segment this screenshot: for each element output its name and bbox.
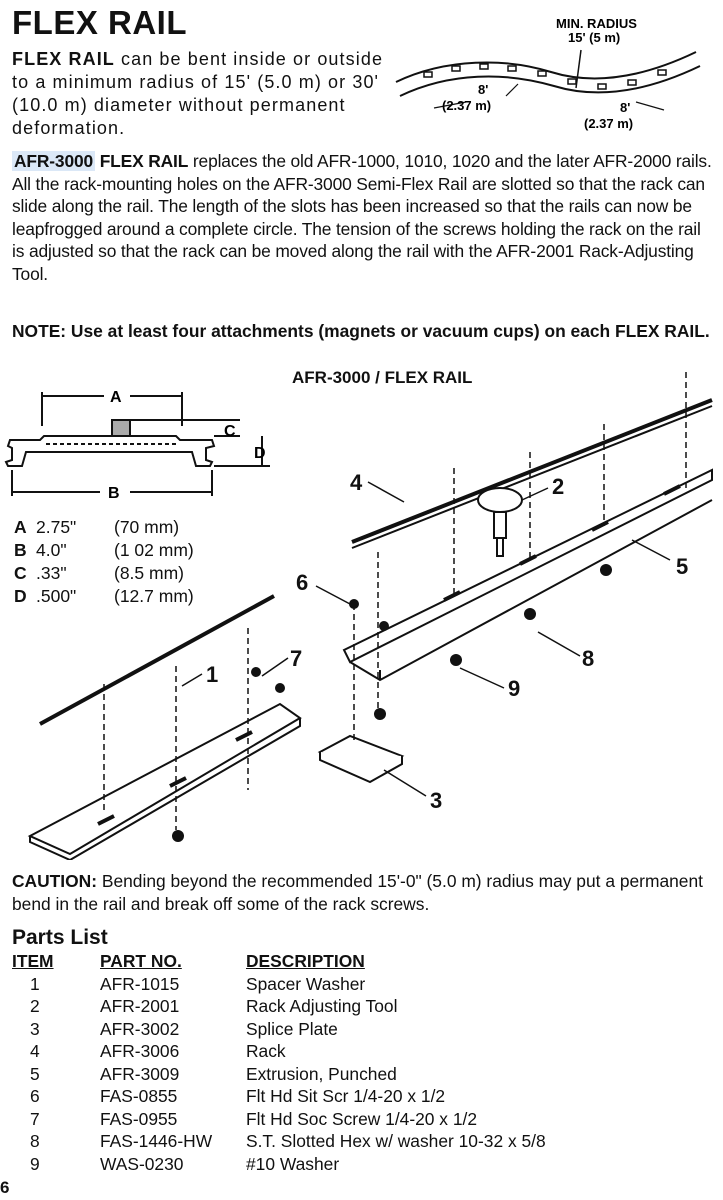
min-radius-label: MIN. RADIUS	[556, 16, 637, 31]
description-cell: #10 Washer	[246, 1153, 340, 1174]
caution-label: CAUTION:	[12, 871, 98, 891]
description-cell: Flt Hd Sit Scr 1/4-20 x 1/2	[246, 1086, 446, 1106]
dim-value: .33"	[36, 563, 67, 583]
dimension-table: A 2.75" (70 mm) B 4.0" (1 02 mm) C .33" …	[14, 516, 194, 608]
dim-key: B	[14, 540, 27, 560]
page-title: FLEX RAIL	[12, 4, 187, 41]
dim-label-c: C	[224, 423, 236, 440]
description-cell: Flt Hd Soc Screw 1/4-20 x 1/2	[246, 1108, 478, 1129]
header-description: DESCRIPTION	[246, 951, 365, 971]
part-no-cell: AFR-3006	[100, 1041, 180, 1061]
callout-3: 3	[430, 788, 442, 813]
dim-value: 4.0"	[36, 540, 67, 560]
part-no-cell: AFR-2001	[100, 996, 180, 1016]
intro-text: can be bent inside or outside to a minim…	[12, 49, 384, 138]
parts-list-header: ITEM PART NO. DESCRIPTION	[12, 950, 706, 973]
min-radius-diagram: MIN. RADIUS 15' (5 m) 8' (2.37 m) 8' (2.…	[395, 16, 701, 131]
table-row: 6 FAS-0855 Flt Hd Sit Scr 1/4-20 x 1/2	[12, 1085, 706, 1108]
dim-metric: (8.5 mm)	[114, 563, 184, 583]
left-segment-feet: 8'	[478, 82, 488, 97]
part-no-cell: AFR-3002	[100, 1018, 180, 1039]
description-paragraph: AFR-3000 FLEX RAIL replaces the old AFR-…	[12, 150, 714, 285]
callout-7: 7	[290, 646, 302, 671]
item-cell: 8	[30, 1131, 40, 1151]
item-cell: 1	[30, 973, 40, 994]
item-cell: 9	[30, 1153, 40, 1174]
item-cell: 2	[30, 996, 40, 1016]
item-cell: 5	[30, 1063, 40, 1084]
table-row: 4 AFR-3006 Rack	[12, 1040, 706, 1063]
item-cell: 3	[30, 1018, 40, 1039]
dim-metric: (1 02 mm)	[114, 540, 194, 560]
page-number: 6	[0, 1178, 10, 1197]
callout-8: 8	[582, 646, 594, 671]
part-no-cell: FAS-0855	[100, 1086, 178, 1106]
note: NOTE: Use at least four attachments (mag…	[12, 321, 710, 341]
description-cell: Spacer Washer	[246, 973, 366, 994]
dim-metric: (70 mm)	[114, 517, 180, 537]
diagram-title: AFR-3000 / FLEX RAIL	[292, 368, 473, 387]
dim-value: .500"	[36, 586, 77, 606]
part-no-cell: FAS-0955	[100, 1108, 178, 1129]
caution-text: Bending beyond the recommended 15'-0" (5…	[12, 871, 703, 914]
dim-label-d: D	[254, 445, 266, 462]
description-bold: FLEX RAIL	[95, 151, 189, 171]
header-part-no: PART NO.	[100, 951, 182, 971]
item-cell: 6	[30, 1086, 40, 1106]
min-radius-value: 15' (5 m)	[568, 30, 620, 45]
right-segment-metric: (2.37 m)	[584, 116, 633, 131]
parts-list-table: ITEM PART NO. DESCRIPTION 1 AFR-1015 Space…	[12, 950, 706, 1175]
callout-9: 9	[508, 676, 520, 701]
parts-list-title: Parts List	[12, 926, 108, 949]
table-row: 9 WAS-0230 #10 Washer	[12, 1153, 706, 1176]
item-cell: 4	[30, 1041, 40, 1061]
item-cell: 7	[30, 1108, 40, 1129]
dimension-row: B 4.0" (1 02 mm)	[14, 539, 194, 562]
parts-list-body: 1 AFR-1015 Spacer Washer 2 AFR-2001 Rack Adju…	[12, 973, 706, 1176]
dim-value: 2.75"	[36, 517, 77, 537]
description-cell: Splice Plate	[246, 1018, 338, 1039]
part-no-cell: WAS-0230	[100, 1153, 184, 1174]
dim-key: A	[14, 517, 27, 537]
description-cell: S.T. Slotted Hex w/ washer 10-32 x 5/8	[246, 1131, 546, 1151]
dim-key: C	[14, 563, 27, 583]
dim-key: D	[14, 586, 27, 606]
dimension-row: C .33" (8.5 mm)	[14, 562, 194, 585]
dim-metric: (12.7 mm)	[114, 586, 194, 606]
part-no-cell: FAS-1446-HW	[100, 1131, 213, 1151]
part-no-cell: AFR-3009	[100, 1063, 180, 1084]
intro-paragraph: FLEX RAIL can be bent inside or outside …	[12, 48, 392, 140]
description-cell: Rack	[246, 1041, 286, 1061]
callout-6: 6	[296, 570, 308, 595]
caution-paragraph: CAUTION: Bending beyond the recommended …	[12, 870, 714, 916]
table-row: 3 AFR-3002 Splice Plate	[12, 1018, 706, 1041]
dimension-row: D .500" (12.7 mm)	[14, 585, 194, 608]
dimension-row: A 2.75" (70 mm)	[14, 516, 194, 539]
left-segment-metric: (2.37 m)	[442, 98, 491, 113]
right-segment-feet: 8'	[620, 100, 630, 115]
callout-2: 2	[552, 474, 564, 499]
part-number-highlight: AFR-3000	[12, 151, 96, 171]
header-item: ITEM	[12, 951, 54, 971]
table-row: 2 AFR-2001 Rack Adjusting Tool	[12, 995, 706, 1018]
table-row: 8 FAS-1446-HW S.T. Slotted Hex w/ washer 1…	[12, 1130, 706, 1153]
description-text: replaces the old AFR-1000, 1010, 1020 an…	[12, 151, 712, 284]
description-cell: Rack Adjusting Tool	[246, 996, 398, 1016]
part-no-cell: AFR-1015	[100, 973, 180, 994]
callout-1: 1	[206, 662, 218, 687]
dim-label-a: A	[110, 389, 122, 406]
cross-section-profile	[4, 392, 270, 496]
callout-4: 4	[350, 470, 363, 495]
callout-5: 5	[676, 554, 688, 579]
description-cell: Extrusion, Punched	[246, 1063, 397, 1084]
flex-rail-exploded-diagram: A B C D	[4, 372, 713, 860]
table-row: 5 AFR-3009 Extrusion, Punched	[12, 1063, 706, 1086]
dim-label-b: B	[108, 485, 120, 502]
table-row: 1 AFR-1015 Spacer Washer	[12, 973, 706, 996]
intro-bold: FLEX RAIL	[12, 49, 115, 69]
table-row: 7 FAS-0955 Flt Hd Soc Screw 1/4-20 x 1/2	[12, 1108, 706, 1131]
